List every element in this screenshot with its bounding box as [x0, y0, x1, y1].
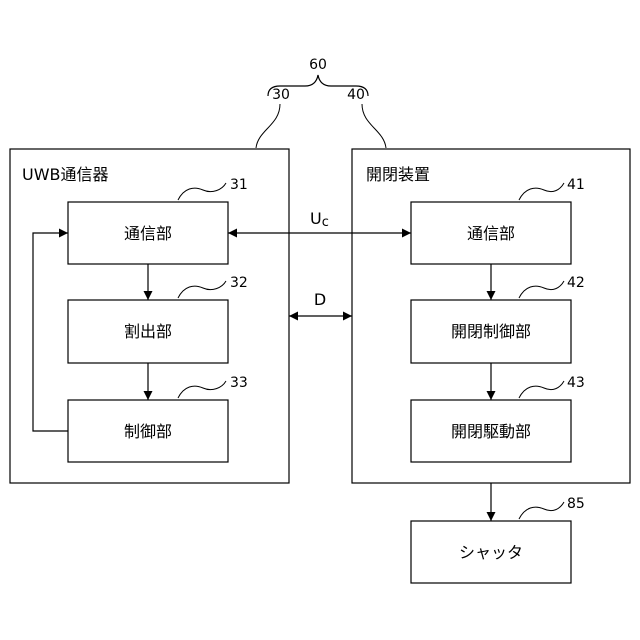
ref-label-60: 60: [309, 57, 327, 73]
ref-label-41: 41: [567, 177, 585, 193]
leader-line-42: [519, 281, 564, 298]
leader-line-32: [178, 281, 226, 298]
opening-device-title: 開閉装置: [366, 165, 430, 184]
open-close-drive-label: 開閉駆動部: [451, 422, 531, 441]
comm-unit-right-label: 通信部: [467, 224, 515, 243]
signal-uc-sub: c: [322, 215, 329, 230]
ref-label-43: 43: [567, 375, 585, 391]
leader-line-43: [519, 381, 564, 398]
ref-label-40: 40: [347, 87, 365, 103]
comm-unit-left-label: 通信部: [124, 224, 172, 243]
ref-label-32: 32: [230, 275, 248, 291]
uwb-device-title: UWB通信器: [22, 165, 109, 184]
signal-uc-main: U: [310, 209, 322, 228]
calc-unit-label: 割出部: [124, 322, 172, 341]
ref-label-33: 33: [230, 375, 248, 391]
ref-label-31: 31: [230, 177, 248, 193]
shutter-label: シャッタ: [459, 543, 523, 562]
arrow-control-feedback-to-comm: [33, 233, 68, 431]
leader-line-41: [519, 183, 564, 200]
ref-label-42: 42: [567, 275, 585, 291]
leader-line-85: [519, 502, 564, 519]
control-unit-label: 制御部: [124, 422, 172, 441]
leader-line-30: [256, 104, 280, 148]
ref-label-85: 85: [567, 496, 585, 512]
signal-uc-label: Uc: [310, 209, 329, 230]
signal-distance-label: D: [314, 290, 326, 309]
ref-label-30: 30: [272, 87, 290, 103]
open-close-control-label: 開閉制御部: [451, 322, 531, 341]
leader-line-31: [178, 183, 226, 200]
leader-line-33: [178, 381, 226, 398]
leader-line-40: [362, 104, 386, 148]
